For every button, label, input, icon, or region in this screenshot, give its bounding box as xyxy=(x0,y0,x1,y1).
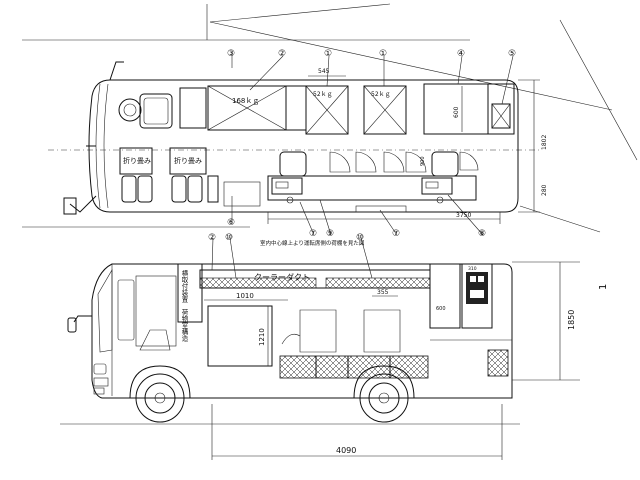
fold-label-right: 折り畳み xyxy=(174,156,202,165)
callout-6: ⑥ xyxy=(227,218,235,228)
rear-wheel xyxy=(353,365,415,423)
dim-side-mark: 1 xyxy=(598,284,609,290)
dim-310: 310 xyxy=(468,266,477,272)
callout-2-plan: ② xyxy=(278,49,286,59)
dim-545: 545 xyxy=(318,68,330,75)
duct-hatch-right xyxy=(325,277,431,289)
callout-1-b: ① xyxy=(379,49,387,59)
callout-7-a: ⑦ xyxy=(309,229,317,239)
dim-600-plan: 600 xyxy=(453,106,460,118)
weight-label-52-b: 52ｋｇ xyxy=(371,90,391,98)
callout-9: ⑨ xyxy=(326,229,334,239)
dim-280: 280 xyxy=(541,184,548,196)
plan-note: 室内中心線上より運転席側の荷棚を見た図 xyxy=(260,239,365,247)
callout-10-a: ⑩ xyxy=(225,233,233,243)
reference-lines xyxy=(22,3,638,425)
callout-7-b: ⑦ xyxy=(392,229,400,239)
callout-1-a: ① xyxy=(324,49,332,59)
side-view: クーラーダクト 横取付装置 荷物室構造 1010 1210 355 60 xyxy=(67,261,609,460)
dim-600-side: 600 xyxy=(436,306,446,312)
duct-hatch-left xyxy=(199,277,317,289)
callout-10-b: ⑩ xyxy=(356,233,364,243)
callout-8: ⑧ xyxy=(478,229,486,239)
duct-label: クーラーダクト xyxy=(254,272,310,282)
callout-2-side: ② xyxy=(208,233,216,243)
dim-3750: 3750 xyxy=(456,212,471,219)
dim-355: 355 xyxy=(377,289,389,296)
front-wheel xyxy=(129,365,191,423)
dim-4090: 4090 xyxy=(336,446,356,455)
callout-4: ④ xyxy=(457,49,465,59)
plan-view: 168ｋｇ 52ｋｇ 52ｋｇ 545 600 1802 280 900 xyxy=(63,61,548,224)
dim-1802: 1802 xyxy=(541,135,548,150)
dim-1850: 1850 xyxy=(567,310,576,330)
cabinet-label: 横取付装置 荷物室構造 xyxy=(180,269,188,343)
callout-5: ⑤ xyxy=(508,49,516,59)
fold-label-left: 折り畳み xyxy=(123,156,151,165)
dim-1210: 1210 xyxy=(258,328,266,346)
weight-label-168: 168ｋｇ xyxy=(232,97,259,105)
callout-3: ③ xyxy=(227,49,235,59)
plan-callouts: ③ ② ① ① ④ ⑤ ⑥ ⑦ ⑨ ⑦ ⑧ xyxy=(227,49,516,239)
weight-label-52-a: 52ｋｇ xyxy=(313,90,333,98)
dim-1010: 1010 xyxy=(236,292,254,300)
side-callouts: ② ⑩ ⑩ xyxy=(208,233,373,279)
